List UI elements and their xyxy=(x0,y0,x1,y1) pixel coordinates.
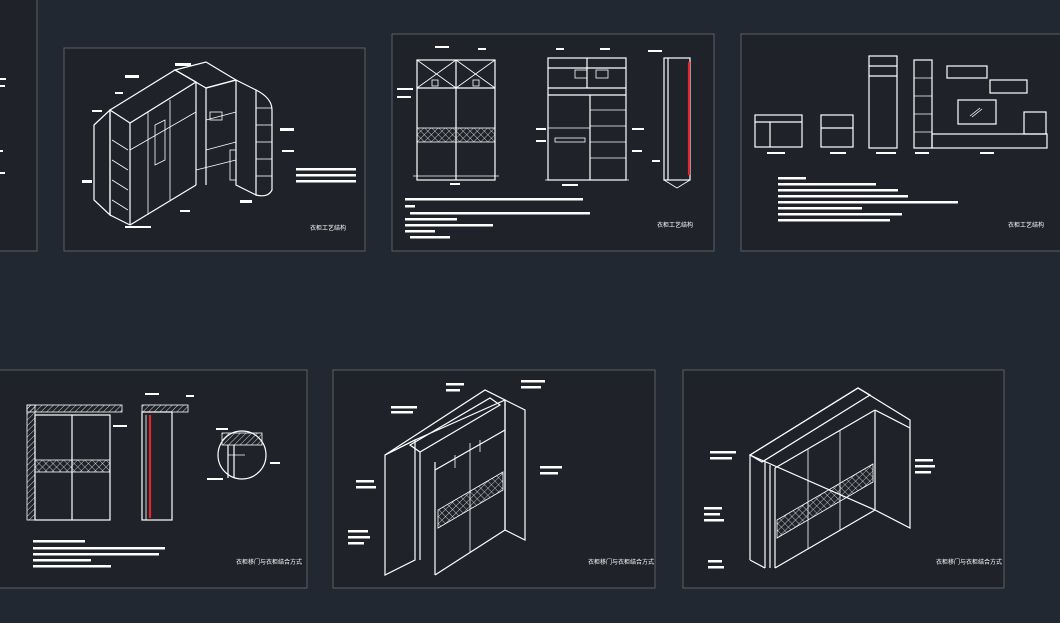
sliding-door-front xyxy=(26,404,123,521)
sheet-2-caption: 衣柜工艺结构 xyxy=(657,221,693,229)
sheet-3-caption: 衣柜工艺结构 xyxy=(1008,221,1044,229)
wardrobe-interior-elevation xyxy=(545,57,629,181)
built-in-wardrobe-isometric xyxy=(384,389,526,576)
sliding-wardrobe-isometric xyxy=(748,387,911,569)
drawing-sheet-3[interactable]: 衣柜工艺结构 xyxy=(740,33,1060,252)
sheet-5-caption: 衣柜移门与衣柜结合方式 xyxy=(588,558,654,566)
door-section xyxy=(141,404,189,521)
furniture-elevations xyxy=(754,55,1048,149)
drawing-sheet-4[interactable]: 衣柜移门与衣柜结合方式 xyxy=(0,369,308,589)
callouts-sheet-3 xyxy=(767,152,994,222)
drawing-sheet-1[interactable]: 衣柜工艺结构 xyxy=(63,47,366,252)
drawing-sheet-5[interactable]: 衣柜移门与衣柜结合方式 xyxy=(332,369,656,589)
sheet-6-caption: 衣柜移门与衣柜结合方式 xyxy=(936,558,1002,566)
sheet-4-caption: 衣柜移门与衣柜结合方式 xyxy=(236,558,302,566)
drawing-sheet-0[interactable] xyxy=(0,0,38,252)
callouts-sheet-4 xyxy=(33,393,280,568)
drawing-sheet-6[interactable]: 衣柜移门与衣柜结合方式 xyxy=(682,369,1005,589)
sheet-1-caption: 衣柜工艺结构 xyxy=(310,224,346,232)
drawing-sheet-2[interactable]: 衣柜工艺结构 xyxy=(391,33,715,252)
callouts-sheet-5 xyxy=(348,380,562,545)
callouts-sheet-1 xyxy=(82,63,356,228)
corner-wardrobe-isometric xyxy=(93,61,273,226)
callouts-sheet-2 xyxy=(397,46,662,239)
callouts-sheet-6 xyxy=(704,451,935,569)
detail-circle xyxy=(217,430,267,480)
sliding-door-elevation xyxy=(413,59,499,181)
wardrobe-section xyxy=(663,57,691,189)
